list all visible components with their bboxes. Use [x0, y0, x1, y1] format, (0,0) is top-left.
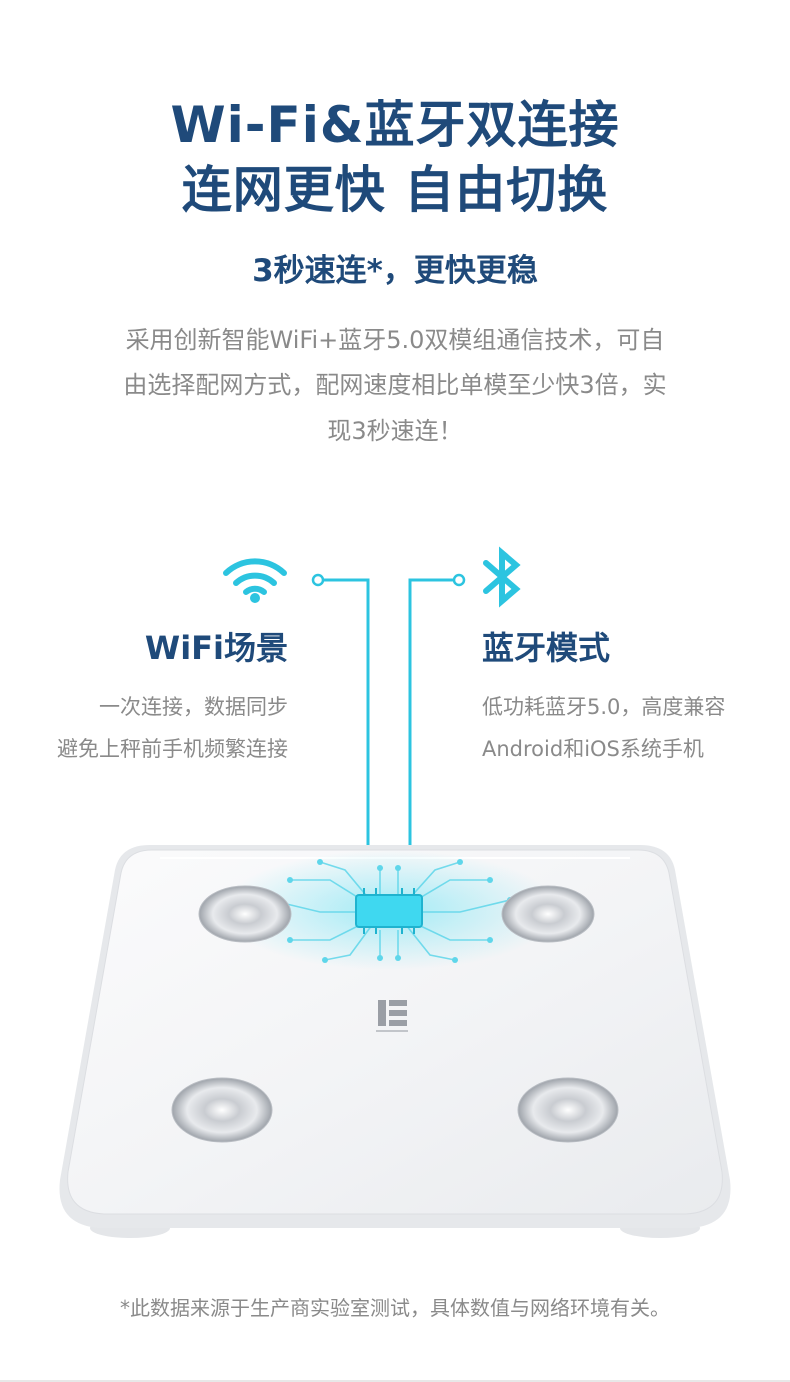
bluetooth-desc-line-1: 低功耗蓝牙5.0，高度兼容	[482, 695, 726, 719]
bluetooth-title: 蓝牙模式	[482, 629, 611, 667]
brand-logo-icon	[376, 1000, 408, 1032]
bottom-divider	[0, 1380, 790, 1382]
title-line-1: Wi-Fi&蓝牙双连接	[170, 96, 620, 154]
description-line-2: 由选择配网方式，配网速度相比单模至少快3倍，实	[123, 371, 667, 399]
title-line-2: 连网更快 自由切换	[181, 161, 609, 219]
wifi-icon	[223, 558, 287, 603]
smart-scale	[59, 573, 731, 1238]
bluetooth-desc-line-2: Android和iOS系统手机	[482, 737, 704, 761]
subtitle: 3秒速连*，更快更稳	[252, 253, 538, 289]
footnote: *此数据来源于生产商实验室测试，具体数值与网络环境有关。	[120, 1296, 670, 1320]
wifi-desc-line-1: 一次连接，数据同步	[99, 695, 288, 719]
bluetooth-icon	[483, 546, 521, 608]
wifi-desc-line-2: 避免上秤前手机频繁连接	[57, 737, 288, 761]
wifi-title: WiFi场景	[144, 629, 288, 667]
description-line-3: 现3秒速连！	[327, 417, 463, 445]
description-line-1: 采用创新智能WiFi+蓝牙5.0双模组通信技术，可自	[125, 326, 665, 354]
